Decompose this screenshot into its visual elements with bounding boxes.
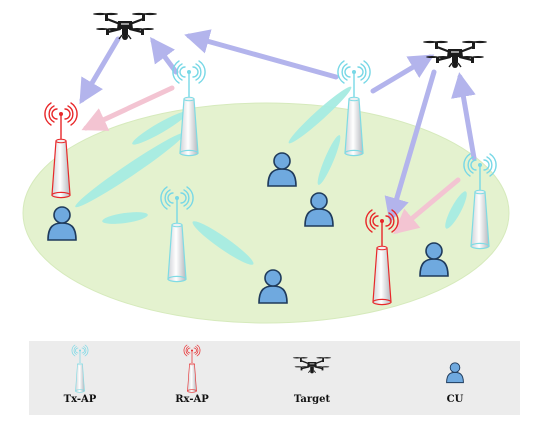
- beam: [75, 132, 185, 208]
- legend-label-target: Target: [293, 394, 331, 405]
- beam: [132, 111, 188, 145]
- arrow-tx-to-rx: [81, 85, 175, 131]
- legend-label-rx-ap: Rx-AP: [175, 394, 209, 405]
- legend-label-tx-ap: Tx-AP: [63, 394, 97, 405]
- uav-target: [91, 11, 159, 42]
- beam: [317, 135, 341, 185]
- legend-label-cu: CU: [446, 394, 464, 405]
- beam: [288, 86, 352, 144]
- arrow-tx-to-uav: [150, 36, 179, 75]
- arrow-tx-to-uav: [451, 72, 477, 161]
- arrow-tx-to-uav: [370, 54, 435, 94]
- arrow-tx-to-rx: [393, 177, 461, 235]
- beam-group: [75, 86, 467, 265]
- uav-target: [421, 39, 489, 70]
- arrow-uav-to-rx: [384, 69, 437, 223]
- beam: [192, 221, 254, 265]
- legend-panel: [29, 341, 520, 415]
- arrow-uav-to-rx: [79, 36, 121, 105]
- beam: [102, 212, 148, 224]
- beam: [445, 191, 467, 229]
- arrow-group: [79, 29, 477, 235]
- arrow-tx-to-uav: [184, 29, 339, 80]
